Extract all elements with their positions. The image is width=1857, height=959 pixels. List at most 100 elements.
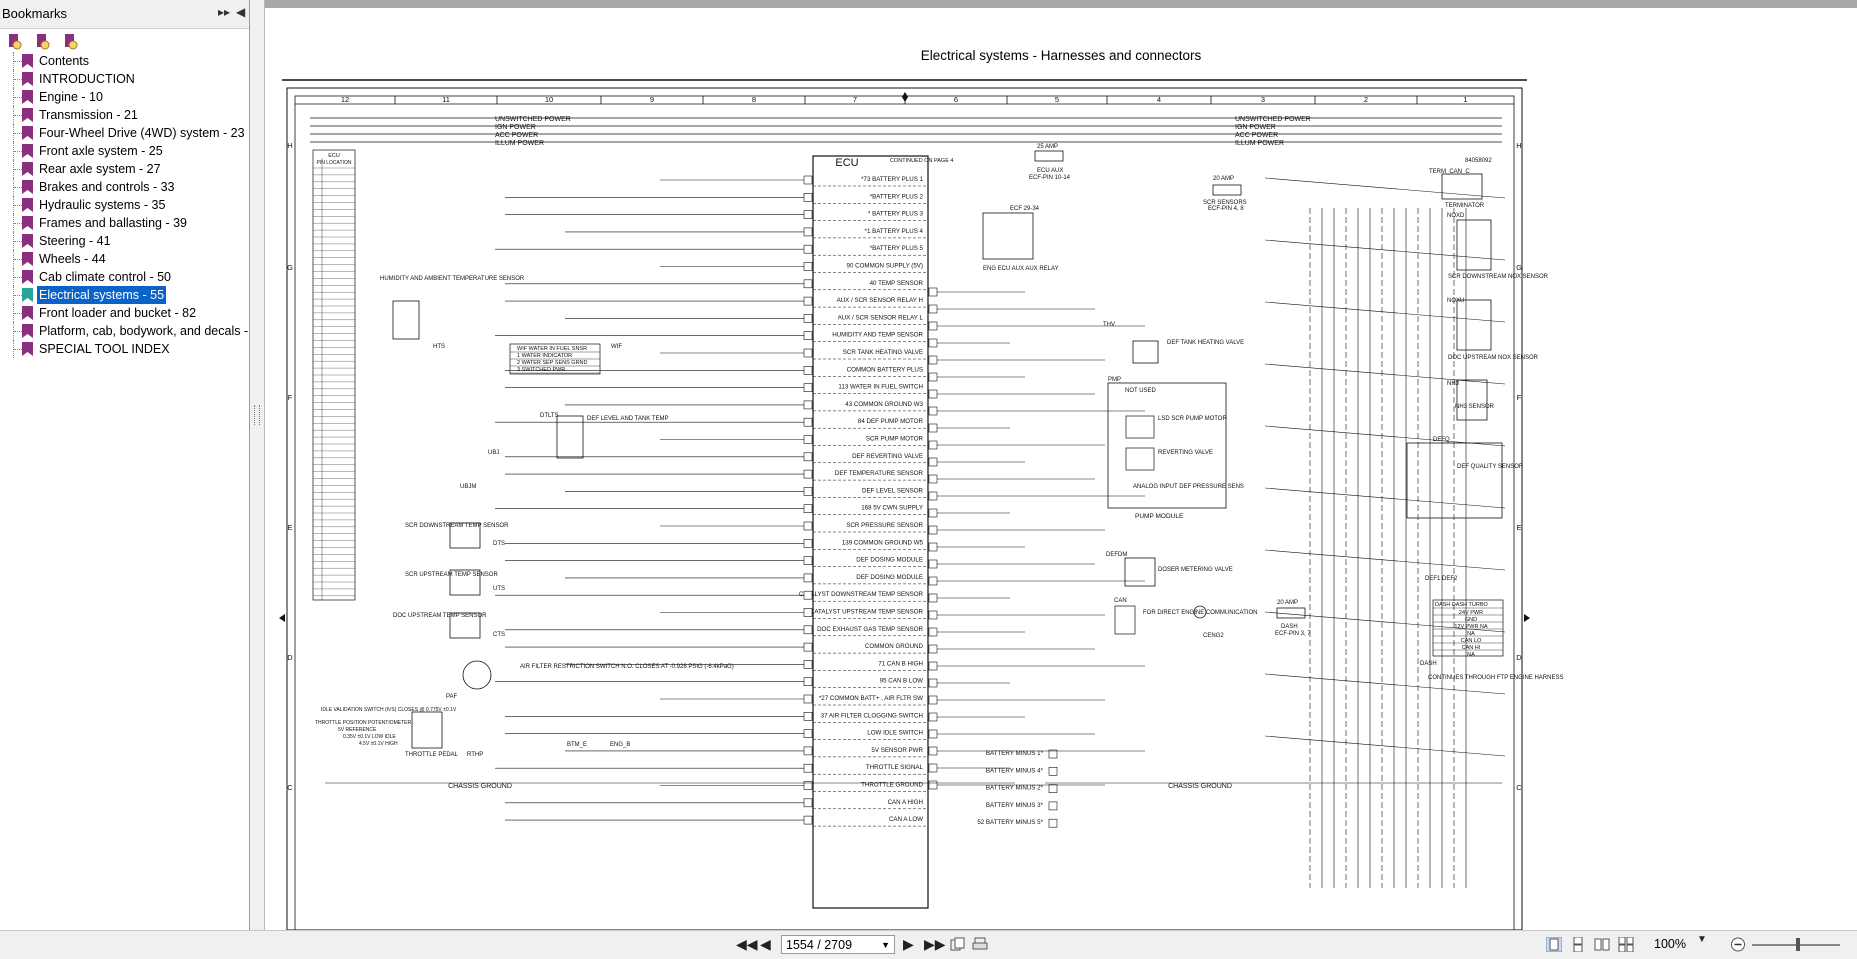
bookmark-label: Rear axle system - 27 [39,162,161,176]
bookmark-item[interactable]: Brakes and controls - 33 [0,178,249,196]
power-bus-label: ACC POWER [1235,132,1278,139]
print-icon[interactable] [972,937,988,952]
previous-page-button[interactable]: ◀ [760,936,771,952]
expand-panel-icon[interactable]: ▸▸ [218,5,231,19]
find-bookmark-icon[interactable] [62,33,79,50]
bookmark-item[interactable]: Cab climate control - 50 [0,268,249,286]
ecu-pin-label: 37 AIR FILTER CLOGGING SWITCH [821,712,923,719]
reverting-label: REVERTING VALVE [1158,450,1213,456]
dash-pin-row: CAN LO [1461,638,1482,644]
bookmark-item[interactable]: Platform, cab, bodywork, and decals - [0,322,249,340]
can-label: CAN [1114,598,1127,604]
doc-nox-label: DOC UPSTREAM NOX SENSOR [1448,355,1539,361]
ecu-pin-connector [803,400,813,410]
first-page-button[interactable]: ◀◀ [736,936,758,952]
ecu-pin-connector [1048,766,1058,776]
tree-branch-line [14,277,22,278]
column-number: 5 [1055,95,1059,104]
bookmark-icon [22,126,33,140]
zoom-level[interactable]: 100% [1654,937,1686,951]
wire [1264,363,1506,385]
ubjm-label: UBJM [460,484,476,490]
bookmark-item[interactable]: Steering - 41 [0,232,249,250]
ecf-pin-label: ECF-PIN 4, 8 [1208,206,1244,212]
ecu-pin-connector [803,452,813,462]
bookmark-item[interactable]: Wheels - 44 [0,250,249,268]
bookmark-icon [22,234,33,248]
ecu-right-pin-label: BATTERY MINUS 3* [986,802,1044,809]
bookmark-item[interactable]: Engine - 10 [0,88,249,106]
bookmark-item[interactable]: Rear axle system - 27 [0,160,249,178]
ecu-pin-connector [803,815,813,825]
bookmarks-header: Bookmarks ▸▸ ◀ [0,0,249,29]
bookmark-item[interactable]: SPECIAL TOOL INDEX [0,340,249,358]
bookmark-item[interactable]: Transmission - 21 [0,106,249,124]
zoom-slider-thumb[interactable] [1796,938,1800,951]
def-quality-box [1406,442,1503,519]
voltage-range-label: 0.35V ±0.1V LOW IDLE [343,734,396,740]
splitter-grip[interactable] [254,405,260,425]
row-letter: H [1516,141,1521,150]
continuous-facing-icon[interactable] [1618,937,1634,952]
page-title: Electrical systems - Harnesses and conne… [920,48,1202,63]
bookmark-label: Contents [39,54,90,68]
bookmark-item[interactable]: Front loader and bucket - 82 [0,304,249,322]
bookmark-icon [22,198,33,212]
fuse-rating-label: 20 AMP [1213,176,1234,182]
single-page-view-icon[interactable] [1546,937,1562,952]
bookmark-item[interactable]: Four-Wheel Drive (4WD) system - 23 [0,124,249,142]
tree-guide-line [13,214,15,232]
dash-pin-row: 24V PWR [1459,610,1483,616]
zoom-dropdown-icon[interactable]: ▼ [1697,934,1707,945]
chassis-ground-label: CHASSIS GROUND [448,783,512,790]
collapse-panel-icon[interactable]: ◀ [236,5,246,19]
tree-branch-line [14,79,22,80]
ecu-pin-label: 71 CAN B HIGH [878,660,923,667]
facing-pages-icon[interactable] [1594,937,1610,952]
last-page-button[interactable]: ▶▶ [924,936,946,952]
fuse-rating-label: 25 AMP [1037,144,1058,150]
ecu-pin-label: *BATTERY PLUS 5 [870,245,924,252]
lsd-label: LSD SCR PUMP MOTOR [1158,416,1227,422]
chevron-down-icon[interactable]: ▼ [881,940,890,950]
bookmark-item[interactable]: Frames and ballasting - 39 [0,214,249,232]
ecu-pin-label: *27 COMMON BATT+ , AIR FLTR SW [819,695,923,702]
zoom-out-icon[interactable] [1730,937,1746,952]
bookmark-item[interactable]: INTRODUCTION [0,70,249,88]
ecu-pin-connector [803,660,813,669]
panel-splitter[interactable] [250,0,265,958]
ecu-pin-label: AUX / SCR SENSOR RELAY H [837,297,923,304]
bookmark-label: Four-Wheel Drive (4WD) system - 23 [39,126,245,140]
row-letter: G [1516,263,1522,272]
ecu-pin-connector [803,314,813,323]
ecu-right-pin-label: BATTERY MINUS 4* [986,767,1044,774]
dash-pin-row: 12V PWR NA [1454,624,1488,630]
nh3-sensor-label: NH3 SENSOR [1455,404,1495,410]
continuous-view-icon[interactable] [1570,937,1586,952]
next-page-button[interactable]: ▶ [903,936,914,952]
bookmark-item[interactable]: Contents [0,52,249,70]
ecu-pin-connector [803,365,813,375]
page-number-field[interactable]: 1554 / 2709▼ [781,935,895,954]
bookmark-options-icon[interactable] [6,33,23,50]
ecu-right-connector [928,576,938,586]
dash-pin-row: NA [1467,652,1475,658]
chassis-ground-label: CHASSIS GROUND [1168,783,1232,790]
expand-bookmark-icon[interactable] [34,33,51,50]
document-viewer[interactable]: Electrical systems - Harnesses and conne… [265,0,1857,930]
wire [1264,239,1506,261]
bookmark-item[interactable]: Electrical systems - 55 [0,286,249,304]
ecu-pin-connector [803,556,813,565]
bookmark-item[interactable]: Hydraulic systems - 35 [0,196,249,214]
ecf-pin-label: ECF-PIN 3, 7 [1275,631,1311,637]
ecu-pin-label: COMMON BATTERY PLUS [847,366,923,373]
power-bus-label: IGN POWER [495,124,536,131]
ecu-right-connector [928,508,938,518]
ecu-right-connector [928,780,938,790]
ecu-pin-label: COMMON GROUND [865,643,924,650]
bookmark-item[interactable]: Front axle system - 25 [0,142,249,160]
wif-label: WIF [611,344,622,350]
copy-icon[interactable] [950,937,966,952]
bookmark-label: Transmission - 21 [39,108,138,122]
